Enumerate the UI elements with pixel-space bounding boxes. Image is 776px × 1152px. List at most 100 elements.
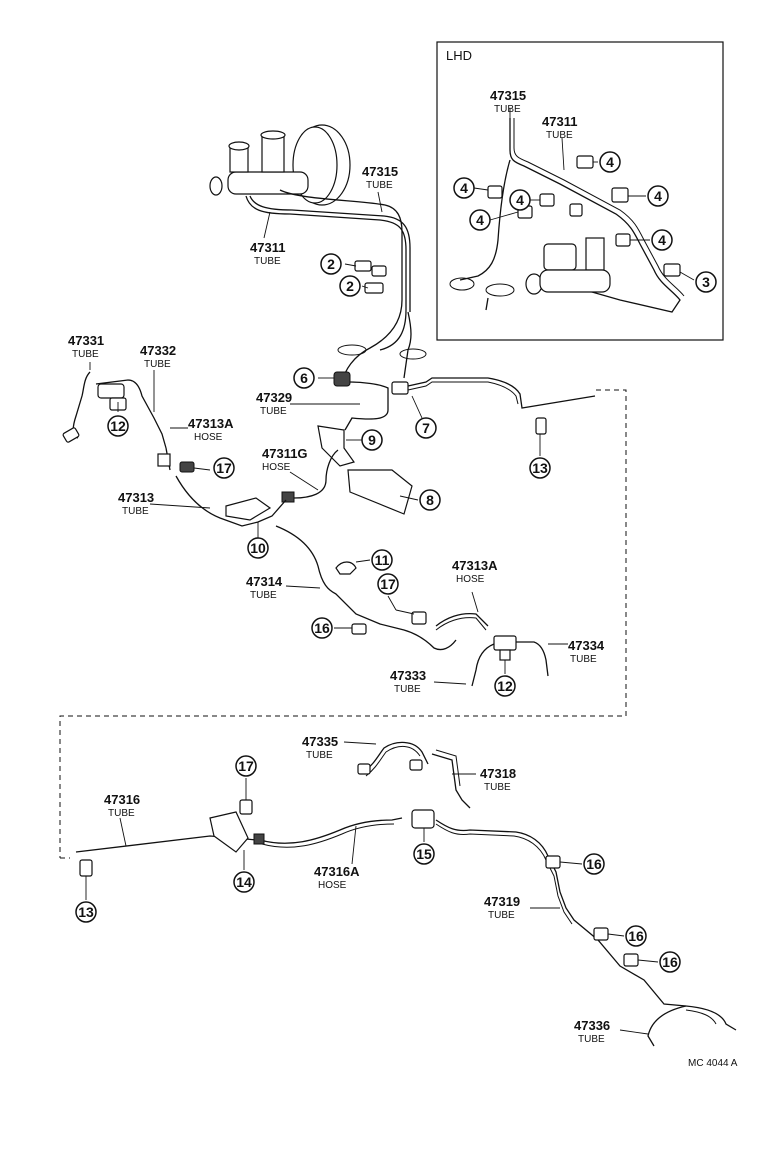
bracket-9: [317, 425, 355, 467]
label-47334-num: 47334: [568, 638, 605, 653]
callout-4c: 4: [509, 189, 531, 211]
callout-15: 15: [413, 843, 435, 865]
callout-16d: 16: [659, 951, 681, 973]
callout-13a: 13: [529, 457, 551, 479]
callout-13b: 13: [75, 901, 97, 923]
drawing-code: MC 4044 A: [688, 1058, 738, 1069]
svg-text:17: 17: [216, 460, 232, 476]
label-47335-type: TUBE: [306, 750, 333, 761]
master-cylinder-assembly: [209, 124, 351, 206]
label-47313A-type: HOSE: [194, 432, 223, 443]
tube-47329-line: [344, 381, 389, 431]
label-47313A-rear-type: HOSE: [456, 574, 485, 585]
tube-47313-line: [175, 475, 287, 527]
bracket-14: [209, 811, 249, 853]
label-inset-47315-type: TUBE: [494, 104, 521, 115]
svg-text:12: 12: [497, 678, 513, 694]
callout-2a: 2: [320, 253, 342, 275]
label-47313-type: TUBE: [122, 506, 149, 517]
hose-47316A-line: [259, 817, 403, 844]
svg-text:14: 14: [236, 874, 252, 890]
shield-plate-8: [347, 469, 413, 515]
svg-text:4: 4: [654, 188, 662, 204]
svg-text:4: 4: [476, 212, 484, 228]
tube-47336-left: [647, 1005, 687, 1047]
label-47314-num: 47314: [246, 574, 283, 589]
label-47316-num: 47316: [104, 792, 140, 807]
leader-lines: [85, 108, 695, 1035]
label-47333-type: TUBE: [394, 684, 421, 695]
callout-9: 9: [361, 429, 383, 451]
svg-text:17: 17: [380, 576, 396, 592]
svg-text:9: 9: [368, 432, 376, 448]
lhd-inset-title: LHD: [446, 48, 472, 63]
svg-text:17: 17: [238, 758, 254, 774]
label-inset-47311-num: 47311: [542, 114, 577, 129]
label-47335-num: 47335: [302, 734, 338, 749]
label-47316A-num: 47316A: [314, 864, 360, 879]
label-47313A-rear-num: 47313A: [452, 558, 498, 573]
label-47331-type: TUBE: [72, 349, 99, 360]
svg-text:16: 16: [314, 620, 330, 636]
label-47319-type: TUBE: [488, 910, 515, 921]
svg-text:2: 2: [327, 256, 335, 272]
label-47318-num: 47318: [480, 766, 516, 781]
svg-text:12: 12: [110, 418, 126, 434]
callout-12b: 12: [494, 675, 516, 697]
callouts: 2 2 6 7 9 8 12 17 13 10 11 17 16 12 17 1…: [75, 151, 717, 973]
label-47332-num: 47332: [140, 343, 176, 358]
svg-text:13: 13: [78, 904, 94, 920]
label-47316A-type: HOSE: [318, 880, 347, 891]
callout-10: 10: [247, 537, 269, 559]
tube-47335-line: [363, 741, 429, 773]
svg-text:4: 4: [460, 180, 468, 196]
svg-text:4: 4: [516, 192, 524, 208]
label-inset-47311-type: TUBE: [546, 130, 573, 141]
label-47313-num: 47313: [118, 490, 154, 505]
callout-16a: 16: [311, 617, 333, 639]
svg-text:8: 8: [426, 492, 434, 508]
callout-17a: 17: [213, 457, 235, 479]
svg-text:3: 3: [702, 274, 710, 290]
svg-text:10: 10: [250, 540, 266, 556]
label-47333-num: 47333: [390, 668, 426, 683]
svg-text:16: 16: [662, 954, 678, 970]
label-47336-num: 47336: [574, 1018, 610, 1033]
callout-12a: 12: [107, 415, 129, 437]
tube-47319-line: [435, 819, 687, 1007]
label-47331-num: 47331: [68, 333, 104, 348]
inset-drawing: [449, 118, 685, 313]
callout-8: 8: [419, 489, 441, 511]
label-47319-num: 47319: [484, 894, 520, 909]
tube-47332-line: [95, 379, 167, 449]
hose-47313A-rear: [435, 612, 489, 627]
tube-47318-line: [431, 753, 471, 809]
label-47311G-num: 47311G: [262, 446, 308, 461]
callout-11: 11: [371, 549, 393, 571]
callout-16c: 16: [625, 925, 647, 947]
callout-4f: 4: [651, 229, 673, 251]
label-47315-num: 47315: [362, 164, 398, 179]
part-number-labels: 47315 TUBE 47311 TUBE 47331 TUBE 47332 T…: [68, 88, 610, 1045]
callout-17c: 17: [235, 755, 257, 777]
label-inset-47315-num: 47315: [490, 88, 526, 103]
svg-text:16: 16: [586, 856, 602, 872]
callout-4a: 4: [599, 151, 621, 173]
label-47318-type: TUBE: [484, 782, 511, 793]
callout-7: 7: [415, 417, 437, 439]
label-47311G-type: HOSE: [262, 462, 291, 473]
label-47329-num: 47329: [256, 390, 292, 405]
callout-4d: 4: [469, 209, 491, 231]
svg-text:4: 4: [658, 232, 666, 248]
label-47313A-num: 47313A: [188, 416, 234, 431]
tube-to-7: [403, 311, 412, 379]
svg-text:15: 15: [416, 846, 432, 862]
tube-47314-line: [275, 525, 457, 651]
label-47332-type: TUBE: [144, 359, 171, 370]
tube-47315-line-b: [249, 195, 411, 312]
svg-text:4: 4: [606, 154, 614, 170]
tube-47333-line: [471, 643, 495, 687]
label-47329-type: TUBE: [260, 406, 287, 417]
label-47311-num: 47311: [250, 240, 285, 255]
